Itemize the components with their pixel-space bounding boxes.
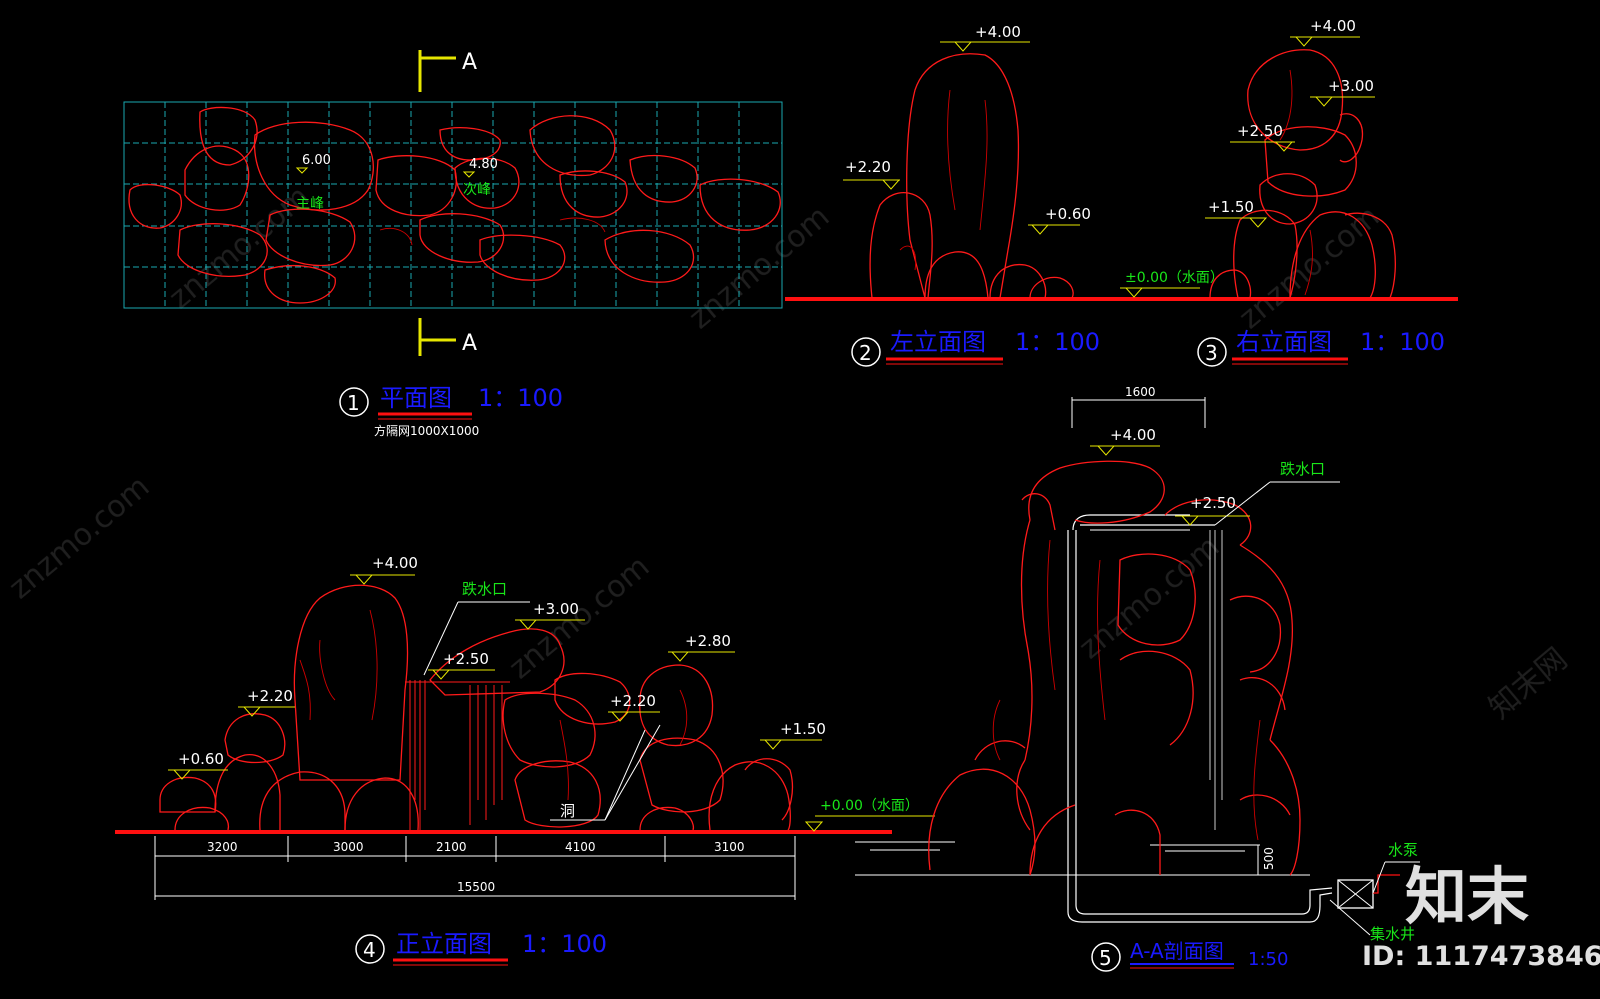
dimension-value: 1600	[1125, 385, 1156, 399]
title-text: 左立面图	[890, 328, 986, 356]
section-title: 5 A-A剖面图 1:50	[1091, 939, 1288, 972]
title-number: 3	[1205, 341, 1218, 365]
title-scale: 1：100	[1360, 328, 1445, 356]
title-text: 右立面图	[1236, 328, 1332, 356]
waterfall-label: 跌水口	[1280, 460, 1325, 478]
section-pipe	[1067, 514, 1333, 923]
cave-label: 洞	[560, 802, 575, 820]
watermark: znzmo.com	[3, 469, 157, 606]
title-number: 4	[363, 938, 376, 962]
level-label: +0.60	[1045, 205, 1091, 223]
front-dimensions: 3200 3000 2100 4100 3100 15500	[154, 836, 796, 900]
plan-title: 1 平面图 1：100 方隔网1000X1000	[339, 384, 563, 438]
plan-view: 6.00 主峰 4.80 次峰 A A 1 平面图 1：100 方隔网1000X…	[123, 50, 783, 438]
watermark: znzmo.com	[163, 179, 317, 316]
right-elev-levels: +4.00 +3.00 +2.50 +1.50	[1205, 17, 1375, 228]
id-text: ID: 1117473846	[1362, 941, 1600, 972]
title-scale: 1:50	[1248, 949, 1288, 970]
watermark: znzmo.com	[1233, 199, 1387, 336]
level-label: +2.20	[610, 692, 656, 710]
waterfall-lines	[405, 680, 510, 830]
front-elev-rocks	[159, 584, 794, 831]
plan-peak2-level: 4.80	[469, 157, 498, 172]
right-elev-title: 3 右立面图 1：100	[1197, 328, 1445, 367]
right-elevation: +4.00 +3.00 +2.50 +1.50 3 右立面图 1：100	[1197, 17, 1445, 367]
section-mark-top: A	[418, 50, 477, 92]
level-label: +2.50	[1190, 494, 1236, 512]
section-mark-bottom: A	[418, 318, 477, 356]
brand-stamp: 知末 ID: 1117473846	[1362, 860, 1600, 972]
plan-peak1-name: 主峰	[296, 196, 324, 212]
plan-note: 方隔网1000X1000	[374, 423, 479, 438]
title-number: 1	[347, 391, 360, 415]
plan-peak2-name: 次峰	[463, 182, 491, 198]
section-view: 1600	[855, 385, 1420, 972]
pump-icon: 水泵	[1337, 841, 1420, 909]
level-label: +4.00	[1310, 17, 1356, 35]
section-depth-dim: 500	[1257, 845, 1276, 875]
front-elev-levels: +4.00 +3.00 +2.50 +2.80 +2.20 +2.20 +1.5…	[168, 554, 935, 832]
dimension-total: 15500	[457, 880, 495, 894]
front-waterfall-label: 跌水口	[423, 580, 530, 676]
dimension-value: 500	[1262, 847, 1276, 870]
watermark: znzmo.com	[503, 549, 657, 686]
level-label: +3.00	[533, 600, 579, 618]
waterfall-label: 跌水口	[462, 580, 507, 598]
watermark: znzmo.com	[1073, 529, 1227, 666]
level-label: +2.50	[1237, 122, 1283, 140]
left-elev-title: 2 左立面图 1：100	[851, 328, 1100, 367]
brand-logo-text: 知末	[1405, 860, 1529, 933]
watermark: 知末网	[1483, 641, 1574, 726]
title-scale: 1：100	[522, 930, 607, 958]
water-lines	[855, 529, 1310, 876]
level-label: +4.00	[975, 23, 1021, 41]
watermarks: znzmo.com znzmo.com znzmo.com znzmo.com …	[3, 179, 1574, 726]
title-number: 2	[859, 341, 872, 365]
section-mark-label: A	[462, 331, 477, 356]
level-label: +2.20	[247, 687, 293, 705]
level-label: +0.60	[178, 750, 224, 768]
title-number: 5	[1099, 946, 1112, 970]
title-scale: 1：100	[1015, 328, 1100, 356]
front-elevation: +4.00 +3.00 +2.50 +2.80 +2.20 +2.20 +1.5…	[115, 554, 935, 966]
front-cave-label: 洞	[550, 724, 661, 821]
left-elev-levels: +4.00 +2.20 +0.60 ±0.00（水面）	[843, 23, 1224, 298]
level-label: +2.50	[443, 650, 489, 668]
well-label: 集水井	[1370, 925, 1415, 943]
level-label: +4.00	[372, 554, 418, 572]
plan-rocks	[128, 106, 781, 304]
well-label-group: 集水井	[1329, 899, 1415, 943]
left-elev-rocks	[869, 53, 1074, 299]
left-elevation: +4.00 +2.20 +0.60 ±0.00（水面） 2 左立面图 1：100	[785, 23, 1458, 367]
front-elev-title: 4 正立面图 1：100	[355, 930, 607, 966]
dimension-value: 4100	[565, 840, 596, 854]
dimension-value: 3200	[207, 840, 238, 854]
title-text: 平面图	[380, 384, 452, 412]
level-label: +2.20	[845, 158, 891, 176]
dimension-value: 2100	[436, 840, 467, 854]
water-level-label: ±0.00（水面）	[1125, 270, 1224, 286]
section-waterfall-label: 跌水口	[1214, 460, 1340, 526]
water-level-label: +0.00（水面）	[820, 798, 919, 814]
section-rocks	[928, 460, 1301, 876]
title-text: 正立面图	[396, 930, 492, 958]
section-levels: +4.00 +2.50	[1090, 426, 1250, 526]
level-label: +2.80	[685, 632, 731, 650]
level-label: +1.50	[1208, 198, 1254, 216]
watermark: znzmo.com	[683, 199, 837, 336]
section-mark-label: A	[462, 50, 477, 75]
dimension-value: 3000	[333, 840, 364, 854]
level-label: +1.50	[780, 720, 826, 738]
title-scale: 1：100	[478, 384, 563, 412]
level-label: +4.00	[1110, 426, 1156, 444]
section-width-dim: 1600	[1071, 385, 1206, 428]
title-text: A-A剖面图	[1130, 939, 1224, 963]
dimension-value: 3100	[714, 840, 745, 854]
pump-label: 水泵	[1388, 841, 1418, 859]
plan-grid-frame	[123, 101, 783, 309]
level-label: +3.00	[1328, 77, 1374, 95]
plan-peak1-level: 6.00	[302, 153, 331, 168]
